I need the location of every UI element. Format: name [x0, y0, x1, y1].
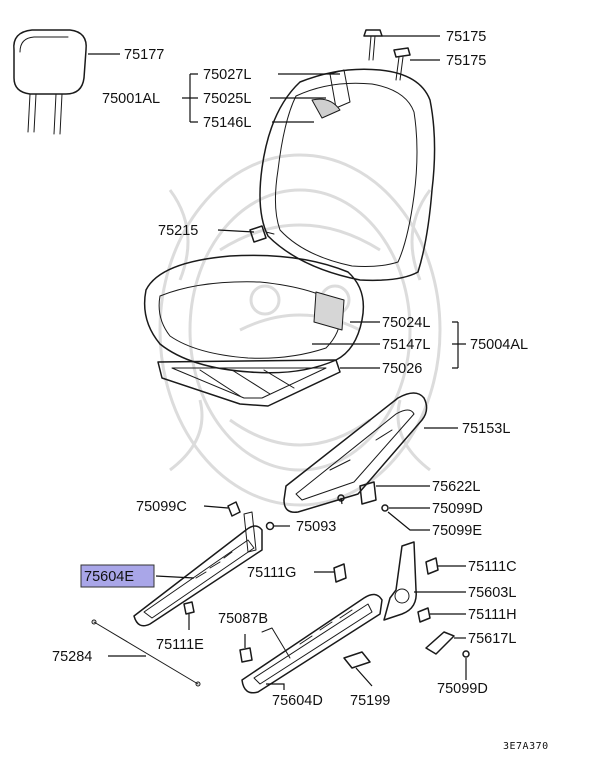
label-75027l[interactable]: 75027L — [203, 67, 251, 83]
guide-upper-part — [363, 29, 383, 61]
label-75099e[interactable]: 75099E — [432, 523, 482, 539]
label-75604e[interactable]: 75604E — [84, 569, 134, 585]
watermark-emblem — [158, 153, 442, 507]
diagram-code: 3E7A370 — [503, 741, 549, 752]
label-75603l[interactable]: 75603L — [468, 585, 516, 601]
recliner-part — [383, 541, 417, 621]
headrest-part — [13, 29, 87, 135]
leader-lines — [88, 35, 467, 690]
part-labels: 75177 75175 75175 75027L 75001AL 75025L … — [52, 29, 528, 709]
label-75175-upper[interactable]: 75175 — [446, 29, 486, 45]
label-75111e[interactable]: 75111E — [156, 637, 204, 653]
label-75284[interactable]: 75284 — [52, 649, 92, 665]
cover-199-part — [343, 651, 371, 669]
highlight-box — [80, 564, 155, 588]
label-75111g[interactable]: 75111G — [247, 565, 296, 581]
label-75617l[interactable]: 75617L — [468, 631, 516, 647]
label-75004al[interactable]: 75004AL — [470, 337, 528, 353]
label-75604d[interactable]: 75604D — [272, 693, 323, 709]
side-shield-part — [283, 392, 428, 513]
label-75087b[interactable]: 75087B — [218, 611, 268, 627]
label-75025l[interactable]: 75025L — [203, 91, 251, 107]
label-75111c[interactable]: 75111C — [468, 559, 517, 575]
label-75099d[interactable]: 75099D — [432, 501, 483, 517]
label-75001al[interactable]: 75001AL — [102, 91, 160, 107]
small-fasteners — [183, 494, 470, 663]
cushion-frame-part — [157, 359, 341, 407]
label-75622l[interactable]: 75622L — [432, 479, 480, 495]
seat-back-part — [259, 68, 436, 282]
shield-cap-part — [359, 481, 377, 505]
label-75026[interactable]: 75026 — [382, 361, 422, 377]
label-75199[interactable]: 75199 — [350, 693, 390, 709]
label-75215[interactable]: 75215 — [158, 223, 198, 239]
hook-part — [249, 225, 275, 243]
adjuster-d-part — [241, 593, 383, 694]
label-75153l[interactable]: 75153L — [462, 421, 510, 437]
guide-lower-part — [393, 47, 411, 81]
label-75175-lower[interactable]: 75175 — [446, 53, 486, 69]
label-75146l[interactable]: 75146L — [203, 115, 251, 131]
label-75099d-lower[interactable]: 75099D — [437, 681, 488, 697]
label-75147l[interactable]: 75147L — [382, 337, 430, 353]
seat-cushion-part — [143, 254, 365, 374]
wire-part — [91, 619, 201, 687]
label-75099c[interactable]: 75099C — [136, 499, 187, 515]
label-75111h[interactable]: 75111H — [468, 607, 517, 623]
label-75024l[interactable]: 75024L — [382, 315, 430, 331]
label-75093[interactable]: 75093 — [296, 519, 336, 535]
adjuster-e-part — [133, 511, 263, 627]
lever-part — [425, 631, 455, 655]
label-75177[interactable]: 75177 — [124, 47, 164, 63]
